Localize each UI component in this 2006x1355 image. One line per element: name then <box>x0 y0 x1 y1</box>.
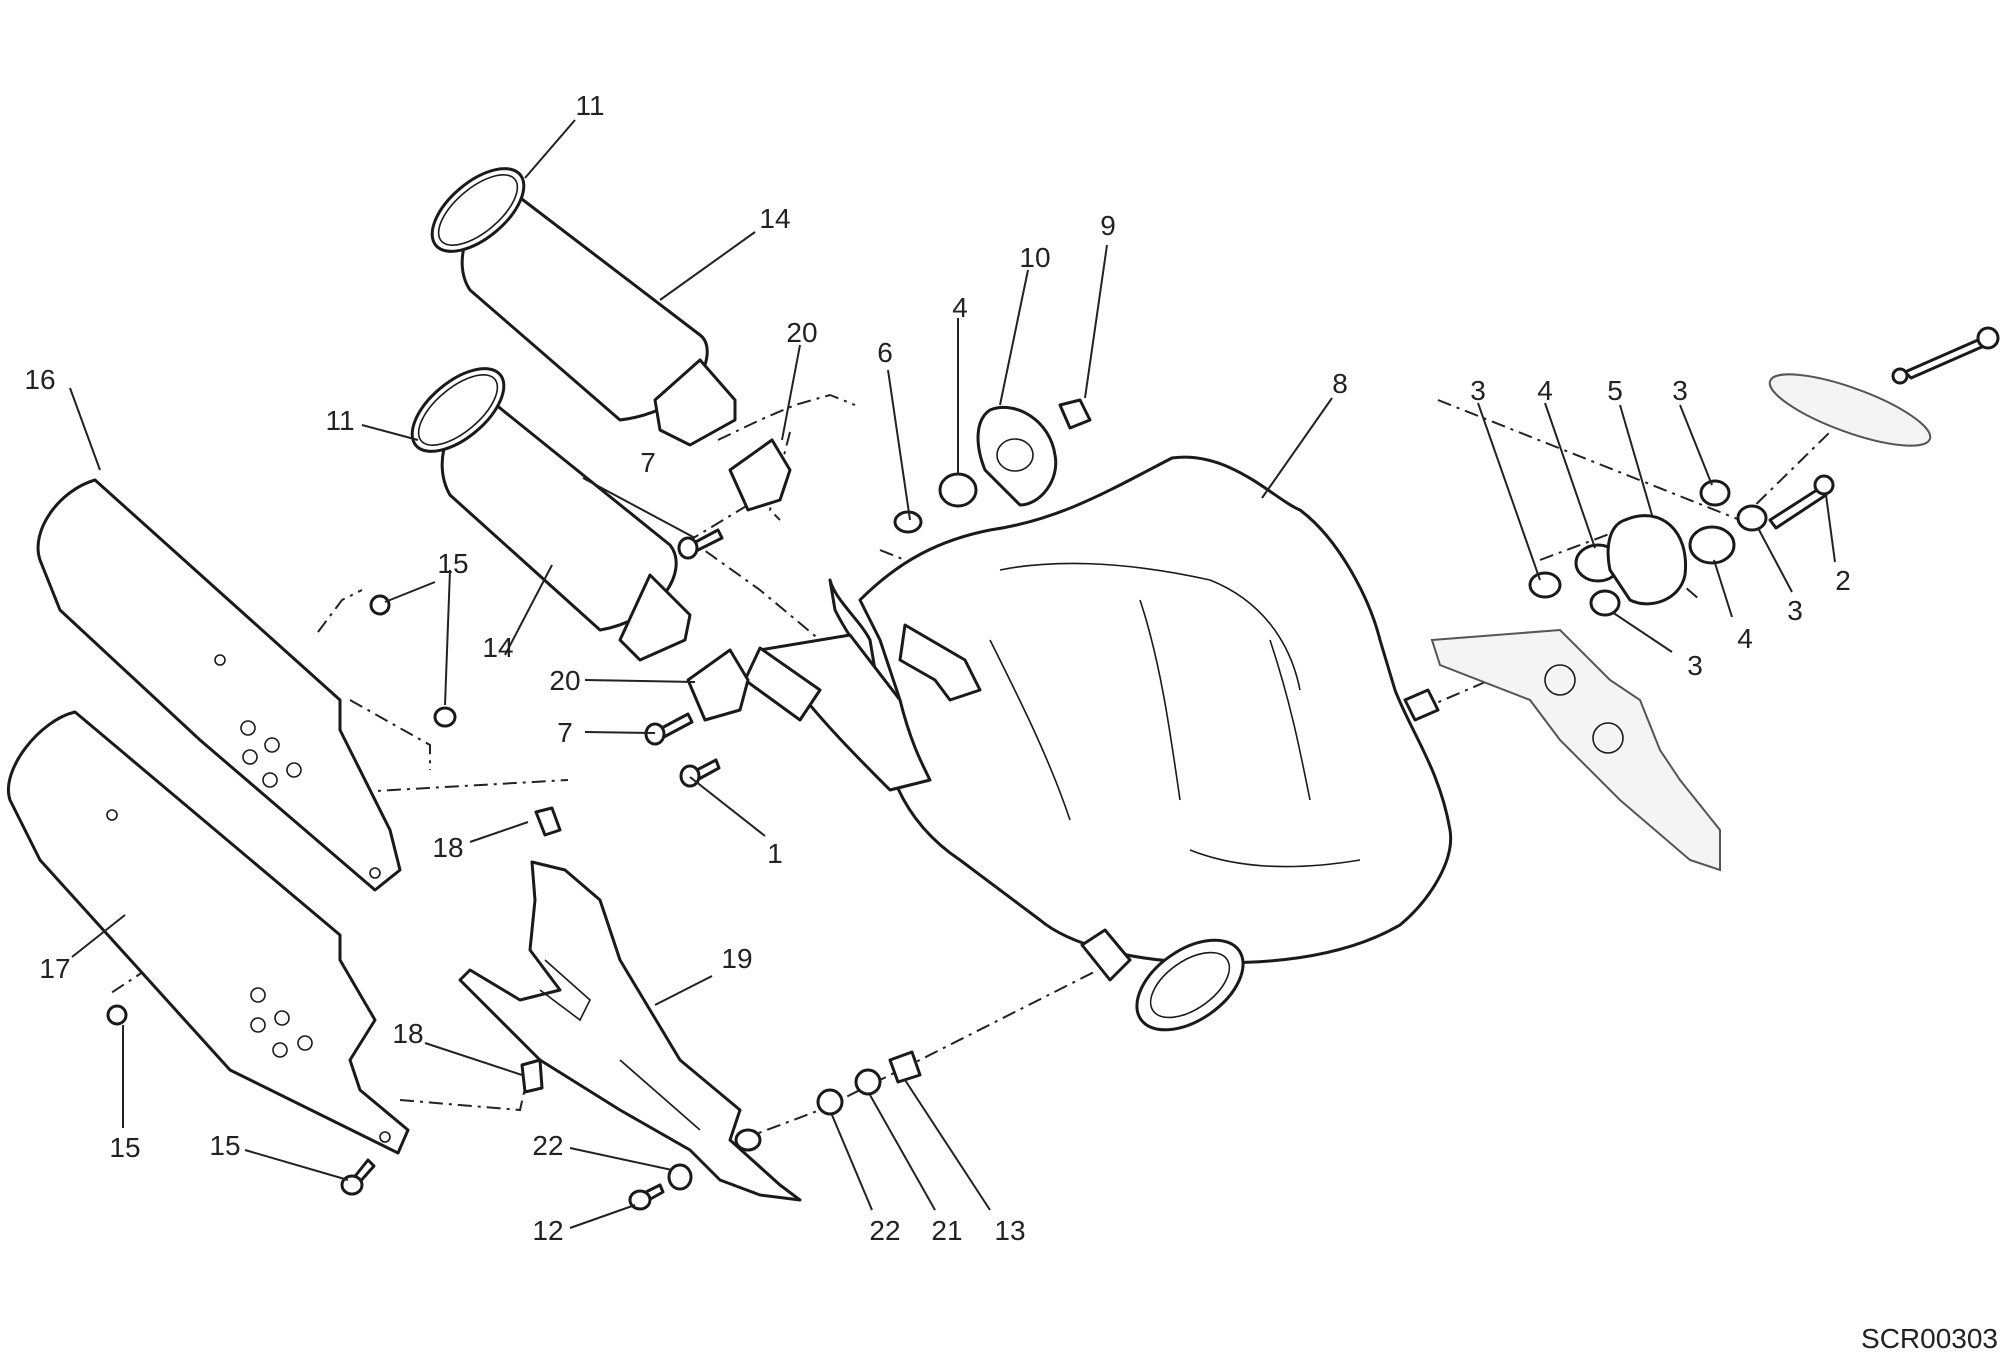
callout-16: 16 <box>24 364 55 395</box>
callout-20-upper: 20 <box>786 317 817 348</box>
callout-18-lower: 18 <box>392 1018 423 1049</box>
callout-9: 9 <box>1100 210 1116 241</box>
callout-3-c: 3 <box>1787 595 1803 626</box>
callout-3-a: 3 <box>1470 375 1486 406</box>
callout-15-upper: 15 <box>437 548 468 579</box>
support-plate <box>1430 373 1932 872</box>
callout-4-c: 4 <box>1737 623 1753 654</box>
callout-22-left: 22 <box>532 1130 563 1161</box>
callout-22-right: 22 <box>869 1215 900 1246</box>
callout-10: 10 <box>1019 242 1050 273</box>
muffler-body-part-8 <box>743 455 1453 1032</box>
callout-2: 2 <box>1835 565 1851 596</box>
callout-4-left: 4 <box>952 292 968 323</box>
callout-14-middle: 14 <box>482 632 513 663</box>
callout-21: 21 <box>931 1215 962 1246</box>
callout-15-left: 15 <box>109 1132 140 1163</box>
callout-11-top: 11 <box>575 90 604 121</box>
callout-3-d: 3 <box>1687 650 1703 681</box>
callout-14-top: 14 <box>759 203 790 234</box>
callout-8: 8 <box>1332 368 1348 399</box>
callout-11-middle: 11 <box>325 405 354 436</box>
callout-5: 5 <box>1607 375 1623 406</box>
callout-labels: 11 14 11 14 16 15 20 7 20 7 1 6 4 10 9 8… <box>24 90 1850 1246</box>
callout-3-b: 3 <box>1672 375 1688 406</box>
heat-shield-upper-part-16 <box>36 478 402 892</box>
callout-17: 17 <box>39 953 70 984</box>
callout-6: 6 <box>877 337 893 368</box>
callout-7-upper: 7 <box>640 447 656 478</box>
leader-lines <box>69 119 1836 1229</box>
callout-15-bottom: 15 <box>209 1130 240 1161</box>
callout-1: 1 <box>767 838 783 869</box>
drawing-code: SCR00303 <box>1861 1323 1998 1354</box>
callout-7-lower: 7 <box>557 717 573 748</box>
end-cap-lower-part-14 <box>410 367 692 662</box>
callout-20-lower: 20 <box>549 665 580 696</box>
end-cap-upper-part-14 <box>430 167 737 447</box>
sleeve-parts-20 <box>686 438 792 722</box>
callout-19: 19 <box>721 943 752 974</box>
callout-4-b: 4 <box>1537 375 1553 406</box>
callout-12: 12 <box>532 1215 563 1246</box>
bracket-part-19 <box>458 860 802 1202</box>
callout-18-upper: 18 <box>432 832 463 863</box>
callout-13: 13 <box>994 1215 1025 1246</box>
heat-shield-lower-part-17 <box>7 710 410 1155</box>
hardware-parts <box>106 326 2000 1211</box>
